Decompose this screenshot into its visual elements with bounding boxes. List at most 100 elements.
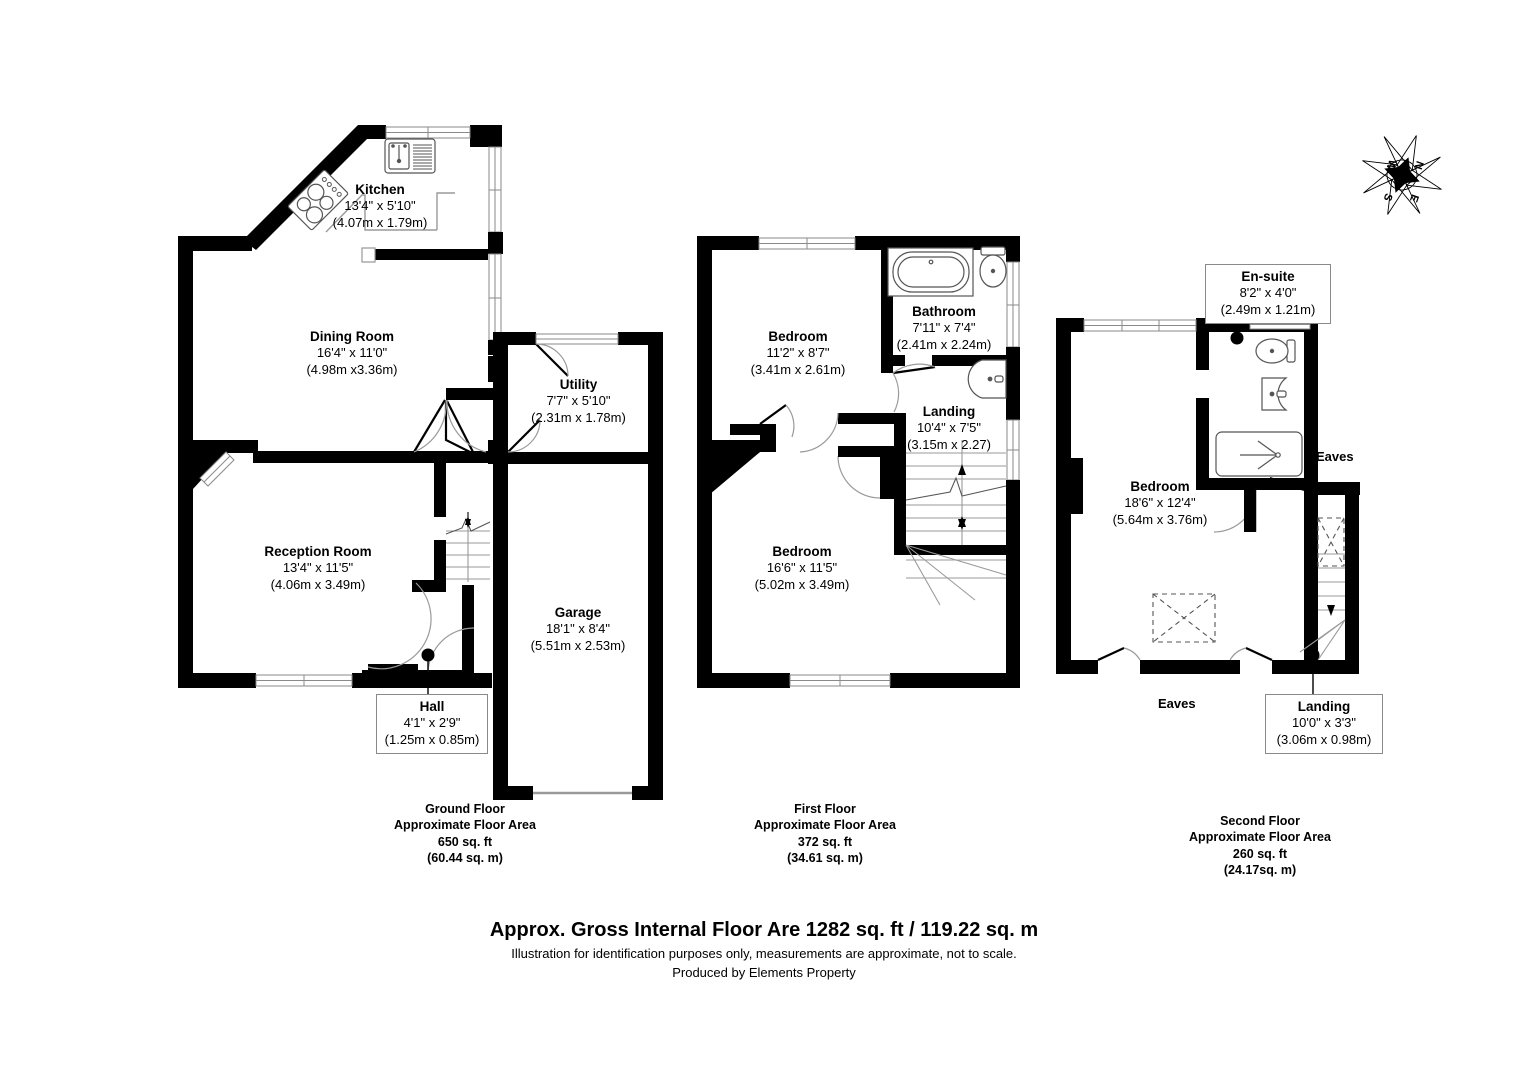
room-label-bedroom-1: Bedroom 11'2" x 8'7" (3.41m x 2.61m) [718,328,878,379]
room-imperial: 7'11" x 7'4" [912,320,976,336]
producer-text: Produced by Elements Property [672,965,856,980]
room-metric: (4.07m x 1.79m) [332,214,428,230]
door-reception [367,582,432,670]
basin-icon-ensuite [1261,377,1288,411]
room-imperial: 13'4" x 11'5" [282,560,354,576]
floor-area-ft: 372 sq. ft [797,834,853,849]
floor-area-caption: Approximate Floor Area [394,818,536,833]
floor-area-first: First Floor Approximate Floor Area 372 s… [700,801,950,866]
eaves-label-right: Eaves [1316,449,1354,464]
room-imperial: 4'1" x 2'9" [403,715,461,731]
door-utility-rear [535,343,569,377]
room-label-en-suite: En-suite 8'2" x 4'0" (2.49m x 1.21m) [1205,264,1331,324]
window-kitchen-rear [385,126,471,139]
window-dining-side-upper [488,146,502,233]
stairs-first [905,440,1007,606]
door-hall-2 [413,399,446,453]
door-eaves-right [1245,647,1273,661]
room-name: Kitchen [355,182,405,197]
compass-south: S [1381,192,1395,203]
door-front [427,627,475,673]
window-bedroom1-rear [758,237,856,250]
second-floor-plan [1056,312,1360,694]
door-bathroom [892,365,936,375]
room-metric: (1.25m x 0.85m) [384,731,480,747]
kitchen-worktop-outline [325,192,455,233]
room-metric: (4.06m x 3.49m) [270,576,366,592]
room-metric: (3.15m x 2.27) [907,436,991,452]
floor-area-caption: Approximate Floor Area [1189,830,1331,845]
compass-rose: N S E W [1362,135,1442,215]
floor-area-ground: Ground Floor Approximate Floor Area 650 … [340,801,590,866]
room-metric: (2.41m x 2.24m) [896,336,992,352]
floor-name: Ground Floor [425,802,505,816]
floor-area-caption: Approximate Floor Area [754,818,896,833]
room-label-landing-first: Landing 10'4" x 7'5" (3.15m x 2.27) [874,403,1024,454]
floor-area-ft: 650 sq. ft [437,834,493,849]
room-label-bathroom: Bathroom 7'11" x 7'4" (2.41m x 2.24m) [866,303,1022,354]
room-imperial: 10'0" x 3'3" [1291,715,1357,731]
window-dining-side-lower [488,253,502,341]
room-name: Hall [419,699,445,714]
room-name: Reception Room [264,544,372,559]
room-label-garage: Garage 18'1" x 8'4" (5.51m x 2.53m) [498,604,658,655]
sink-icon [384,138,436,174]
room-name: Bedroom [1130,479,1190,494]
room-imperial: 10'4" x 7'5" [916,420,982,436]
shower-tray-icon [1215,431,1303,477]
room-metric: (5.51m x 2.53m) [530,637,626,653]
room-label-reception-room: Reception Room 13'4" x 11'5" (4.06m x 3.… [218,543,418,594]
eaves-label-bottom: Eaves [1158,696,1196,711]
room-imperial: 7'7" x 5'10" [546,393,611,409]
room-label-kitchen: Kitchen 13'4" x 5'10" (4.07m x 1.79m) [300,181,460,232]
door-utility-hall [507,419,541,453]
room-metric: (3.06m x 0.98m) [1276,731,1372,747]
disclaimer-text: Illustration for identification purposes… [511,946,1017,961]
ground-floor-plan [178,125,663,800]
room-name: Landing [1297,699,1351,714]
room-metric: (5.64m x 3.76m) [1112,511,1208,527]
toilet-icon-ensuite [1255,338,1296,364]
room-metric: (5.02m x 3.49m) [754,576,850,592]
room-label-hall: Hall 4'1" x 2'9" (1.25m x 0.85m) [376,694,488,754]
compass-west: W [1383,158,1398,172]
hob-icon [287,169,349,231]
hatch-dashed-bedroom [1152,593,1216,643]
bathtub-icon [887,247,974,297]
room-name: Bathroom [912,304,976,319]
toilet-icon [979,246,1007,288]
room-metric: (3.41m x 2.61m) [750,361,846,377]
floor-area-m: (60.44 sq. m) [427,850,503,865]
floor-area-m: (24.17sq. m) [1223,862,1297,877]
basin-icon [967,359,1007,399]
window-utility-rear [535,333,619,345]
floor-name: Second Floor [1220,814,1300,828]
room-imperial: 18'1" x 8'4" [545,621,611,637]
floor-area-m: (34.61 sq. m) [787,850,863,865]
first-floor-plan [697,236,1020,688]
floor-area-ft: 260 sq. ft [1232,846,1288,861]
room-imperial: 13'4" x 5'10" [344,198,416,214]
room-name: Bedroom [768,329,828,344]
room-imperial: 18'6" x 12'4" [1124,495,1196,511]
door-bedroom1-leaf [759,404,787,425]
compass-north: N [1411,159,1425,171]
room-name: Dining Room [310,329,394,344]
window-bedroom3-rear [1083,319,1197,332]
room-label-utility: Utility 7'7" x 5'10" (2.31m x 1.78m) [496,376,661,427]
room-label-bedroom-2: Bedroom 16'6" x 11'5" (5.02m x 3.49m) [722,543,882,594]
window-ground-front [255,674,353,687]
room-label-dining-room: Dining Room 16'4" x 11'0" (4.98m x3.36m) [262,328,442,379]
window-bedroom2-front [789,674,891,687]
room-label-bedroom-3: Bedroom 18'6" x 12'4" (5.64m x 3.76m) [1080,478,1240,529]
compass-east: E [1407,193,1421,204]
room-name: Garage [554,605,602,620]
room-imperial: 11'2" x 8'7" [766,345,830,361]
room-metric: (2.49m x 1.21m) [1220,301,1316,317]
window-reception-angled [199,451,235,487]
room-imperial: 8'2" x 4'0" [1239,285,1297,301]
gross-internal-area: Approx. Gross Internal Floor Are 1282 sq… [489,919,1039,941]
room-metric: (4.98m x3.36m) [306,361,398,377]
hatch-dashed-landing [1317,517,1345,567]
